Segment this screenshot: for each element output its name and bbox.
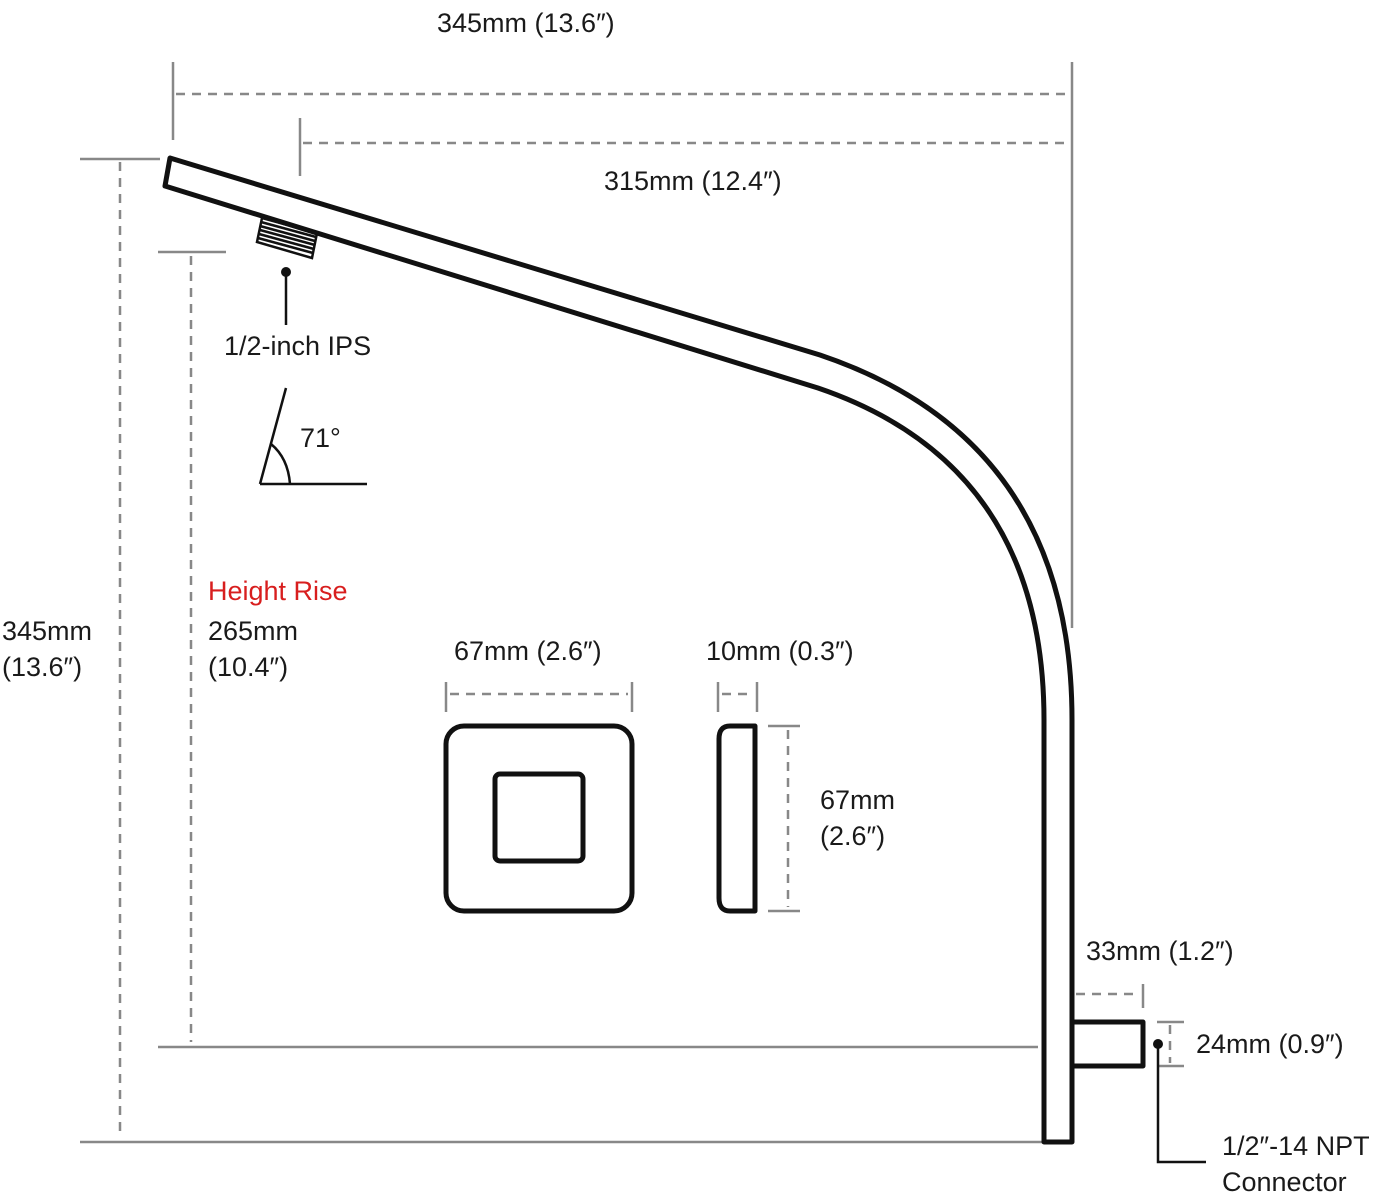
connector-type-line1: 1/2″-14 NPT (1222, 1131, 1370, 1161)
flange-width-label: 67mm (2.6″) (454, 636, 602, 666)
thread-size-label: 1/2-inch IPS (224, 331, 371, 361)
angle-label: 71° (300, 423, 341, 453)
connector-height-label: 24mm (0.9″) (1196, 1029, 1344, 1059)
height-rise-in-label: (10.4″) (208, 652, 288, 682)
arm-width-label: 315mm (12.4″) (604, 166, 782, 196)
overall-width-label: 345mm (13.6″) (437, 8, 615, 38)
flange-front-view (443, 723, 635, 914)
flange-depth-label: 10mm (0.3″) (706, 636, 854, 666)
connector-type-line2: Connector (1222, 1167, 1347, 1196)
flange-height-mm-label: 67mm (820, 785, 895, 815)
overall-height-in-label: (13.6″) (2, 652, 82, 682)
flange-inner-square (492, 771, 586, 864)
flange-height-in-label: (2.6″) (820, 821, 885, 851)
height-rise-mm-label: 265mm (208, 616, 298, 646)
ips-leader-dot (281, 267, 291, 277)
npt-leader-line (1156, 1044, 1206, 1164)
height-rise-title: Height Rise (208, 576, 348, 606)
overall-height-mm-label: 345mm (2, 616, 92, 646)
shower-arm-pipe (162, 155, 1075, 1145)
flange-side-view (716, 723, 758, 914)
ips-thread (255, 216, 319, 260)
angle-icon (258, 387, 367, 486)
npt-connector (1069, 1019, 1146, 1069)
connector-length-label: 33mm (1.2″) (1086, 936, 1234, 966)
